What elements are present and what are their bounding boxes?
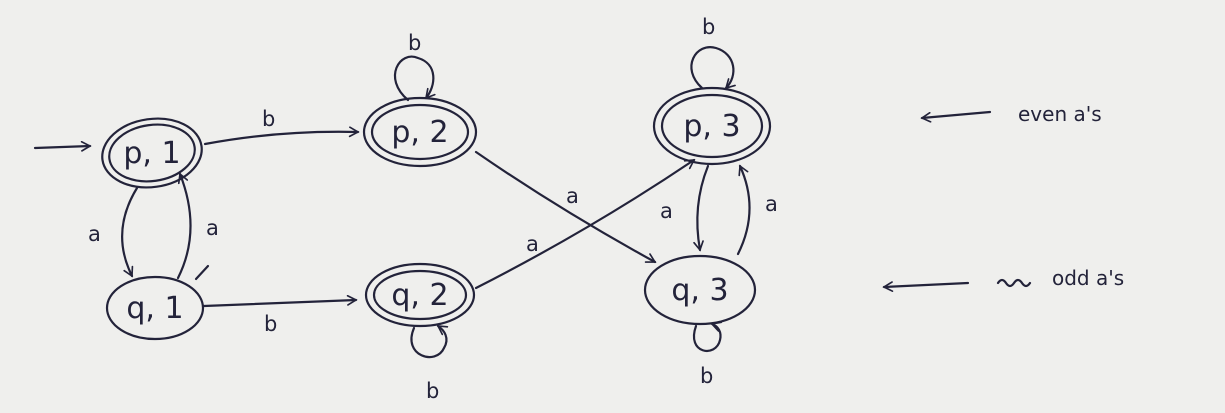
annotation-even: even a's [920, 102, 1102, 126]
start-arrow [33, 140, 92, 152]
annotation-arrow-even [920, 110, 992, 123]
state-p2: p, 2 [362, 96, 478, 168]
edge-q3-p3: a [736, 164, 778, 256]
edge-q2-p3: a [474, 158, 696, 290]
edge-p2-loop: b [394, 31, 436, 102]
edge-p3-q3: a [660, 164, 710, 252]
state-label-q2: q, 2 [391, 278, 448, 313]
edge-q1-p1: a [176, 172, 219, 281]
state-p3: p, 3 [652, 86, 772, 166]
edge-label-q2-loop: b [426, 379, 439, 403]
edge-label-q1-p1: a [206, 216, 219, 240]
state-label-q1: q, 1 [126, 291, 183, 326]
edge-p1-q1: a [88, 186, 139, 278]
annotation-arrow-odd [882, 281, 970, 293]
state-label-p3: p, 3 [683, 109, 740, 144]
edge-label-p2-q3: a [566, 184, 579, 208]
edge-label-p3-q3: a [660, 199, 673, 223]
edge-label-q3-loop: b [700, 364, 713, 388]
edge-p1-p2: b [203, 107, 360, 146]
annotation-even-text: even a's [1018, 102, 1102, 126]
state-q2: q, 2 [364, 262, 476, 328]
edge-label-p1-p2: b [262, 107, 275, 131]
edge-label-q1-q2: b [264, 312, 277, 336]
edge-p3-loop: b [690, 15, 736, 90]
edge-label-p3-loop: b [702, 15, 715, 39]
annotation-odd: odd a's [882, 266, 1124, 293]
state-label-p2: p, 2 [391, 115, 448, 150]
edge-label-p1-q1: a [88, 222, 101, 246]
state-label-q3: q, 3 [671, 273, 728, 308]
edge-label-q3-p3: a [765, 192, 778, 216]
edge-label-p2-loop: b [408, 31, 421, 55]
edge-label-q2-p3: a [526, 232, 539, 256]
annotation-odd-text: odd a's [1052, 266, 1124, 290]
edge-q1-q2: b [202, 294, 358, 336]
edge-p2-q3: a [474, 150, 657, 264]
state-p1: p, 1 [101, 117, 203, 189]
state-q1: q, 1 [105, 275, 205, 341]
annotation-scribble [996, 278, 1032, 288]
edge-q3-loop: b [692, 321, 723, 388]
state-label-p1: p, 1 [123, 136, 180, 171]
state-q3: q, 3 [643, 254, 757, 326]
edge-q2-loop: b [410, 324, 449, 403]
